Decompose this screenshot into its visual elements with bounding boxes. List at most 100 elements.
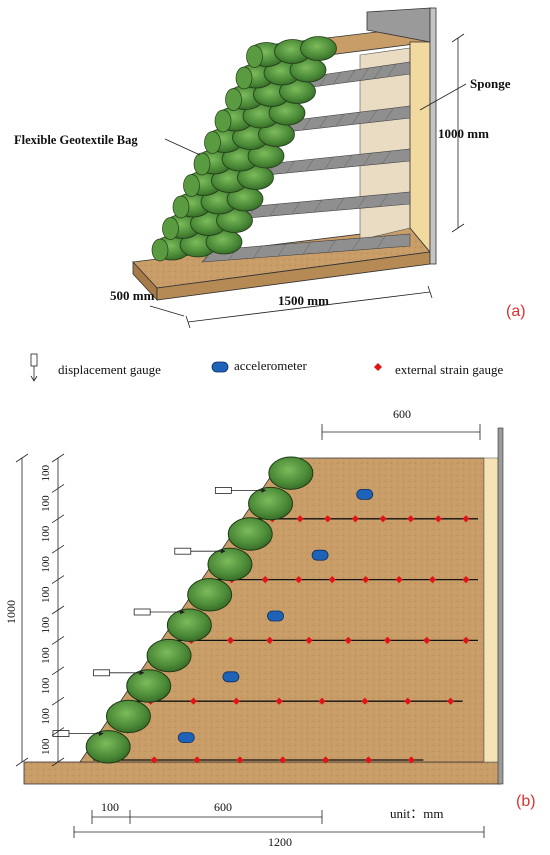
geobag-a: [300, 36, 337, 61]
sheet-hatch: [269, 203, 279, 217]
panel-a-tag: (a): [506, 303, 526, 320]
panel-b-tag: (b): [516, 793, 536, 810]
strain-gauge: [322, 756, 330, 764]
displacement-gauge: [93, 669, 110, 677]
legend-strain-label: external strain gauge: [395, 362, 504, 377]
geobag-a-cap: [204, 131, 221, 154]
sheet-hatch: [333, 71, 342, 85]
sponge-panel: [409, 41, 431, 254]
accelerometer: [177, 732, 195, 743]
sheet-hatch: [335, 113, 345, 127]
top-dim-label: 600: [393, 407, 411, 421]
sheet-hatch: [344, 154, 353, 168]
strain-gauge: [328, 576, 336, 584]
accelerometer: [311, 549, 329, 561]
sheet-hatch: [313, 199, 323, 213]
strain-gauge: [383, 636, 392, 644]
strain-gauge: [296, 515, 304, 523]
base-layer: [23, 761, 501, 785]
strain-gauge: [423, 636, 431, 644]
geobag-b: [105, 699, 151, 734]
bag-leader: [164, 138, 201, 156]
sheet-hatch: [335, 197, 345, 211]
strain-gauge: [462, 515, 470, 523]
geobag-b: [85, 730, 131, 764]
geobag-a-cap: [235, 66, 253, 90]
step-dim-label: 100: [40, 556, 52, 573]
geobag-a-cap: [172, 195, 190, 219]
sheet-hatch: [363, 152, 372, 166]
strain-gauge: [364, 756, 373, 764]
accelerometers: [177, 488, 374, 743]
step-dim-tick: [51, 544, 65, 554]
strain-gauge-icon: [374, 363, 382, 371]
bottom-1200-label: 1200: [268, 835, 292, 849]
strain-gauge: [344, 636, 352, 644]
sheet-hatch: [327, 239, 336, 253]
sponge-label: Sponge: [470, 76, 511, 91]
strain-gauge: [236, 756, 244, 764]
strain-gauge: [318, 697, 326, 705]
legend: displacement gauge accelerometer externa…: [30, 353, 504, 382]
geobag-b: [207, 547, 253, 582]
strain-gauge: [447, 697, 455, 705]
step-dim-tick: [51, 484, 65, 493]
strain-gauge: [428, 576, 437, 584]
displacement-gauge: [133, 608, 151, 616]
step-dim-tick: [51, 453, 65, 463]
height-dim-tick-top-b: [15, 453, 29, 463]
step-dim-tick: [51, 757, 65, 767]
strain-gauge: [404, 697, 412, 705]
bottom-600-label: 600: [214, 800, 232, 814]
geobag-a-cap: [246, 45, 263, 68]
strain-gauge: [261, 576, 269, 584]
length-label: 1500 mm: [278, 293, 329, 308]
strain-gauge: [279, 756, 287, 764]
step-dim-label: 100: [40, 495, 52, 512]
strain-gauge: [351, 515, 359, 523]
sheet-hatch: [305, 158, 314, 172]
total-height-label: 1000: [4, 600, 18, 624]
sheet-hatch: [302, 241, 312, 255]
geobag-stack-a: [151, 36, 337, 262]
sheet-hatch: [377, 235, 386, 249]
sheet-hatch: [286, 160, 295, 174]
height-dim-tick-top: [451, 33, 465, 43]
sheet-hatch: [382, 150, 391, 164]
sheet-hatch: [291, 201, 301, 215]
strain-gauge: [150, 756, 158, 764]
length-dim-tick-r: [427, 285, 433, 299]
strain-gauge: [362, 576, 370, 584]
accelerometer: [222, 671, 240, 683]
sheet-hatch: [379, 193, 389, 207]
sheet-hatch: [324, 156, 334, 170]
reinforcement-sheet: [201, 233, 411, 263]
bottom-100-label: 100: [101, 800, 119, 814]
step-dim-tick: [51, 696, 65, 706]
strain-gauge: [462, 636, 470, 644]
sheet-hatch: [385, 107, 394, 121]
step-dim-label: 100: [40, 708, 52, 725]
step-dim-tick: [51, 514, 65, 524]
sheet-hatch: [346, 69, 356, 83]
accelerometer-icon: [211, 361, 229, 373]
geobag-a-cap: [225, 88, 242, 111]
step-dim-label: 100: [40, 464, 52, 481]
geobag-b: [248, 486, 294, 521]
length-dim-tick-l: [185, 315, 191, 329]
accelerometer: [356, 488, 374, 500]
strain-gauge: [189, 697, 198, 705]
legend-accelerometer-label: accelerometer: [234, 358, 308, 373]
sheet-hatch: [388, 63, 397, 77]
sheet-hatch: [368, 109, 378, 123]
sheet-hatch: [360, 67, 369, 81]
step-dim-tick: [51, 636, 65, 645]
displacement-gauge-icon: [30, 353, 38, 382]
sheet-hatch: [302, 117, 312, 131]
geobag-a-cap: [193, 152, 211, 176]
height-label: 1000 mm: [438, 126, 489, 141]
geobag-b: [227, 517, 273, 551]
geobag-a-cap: [162, 217, 179, 240]
